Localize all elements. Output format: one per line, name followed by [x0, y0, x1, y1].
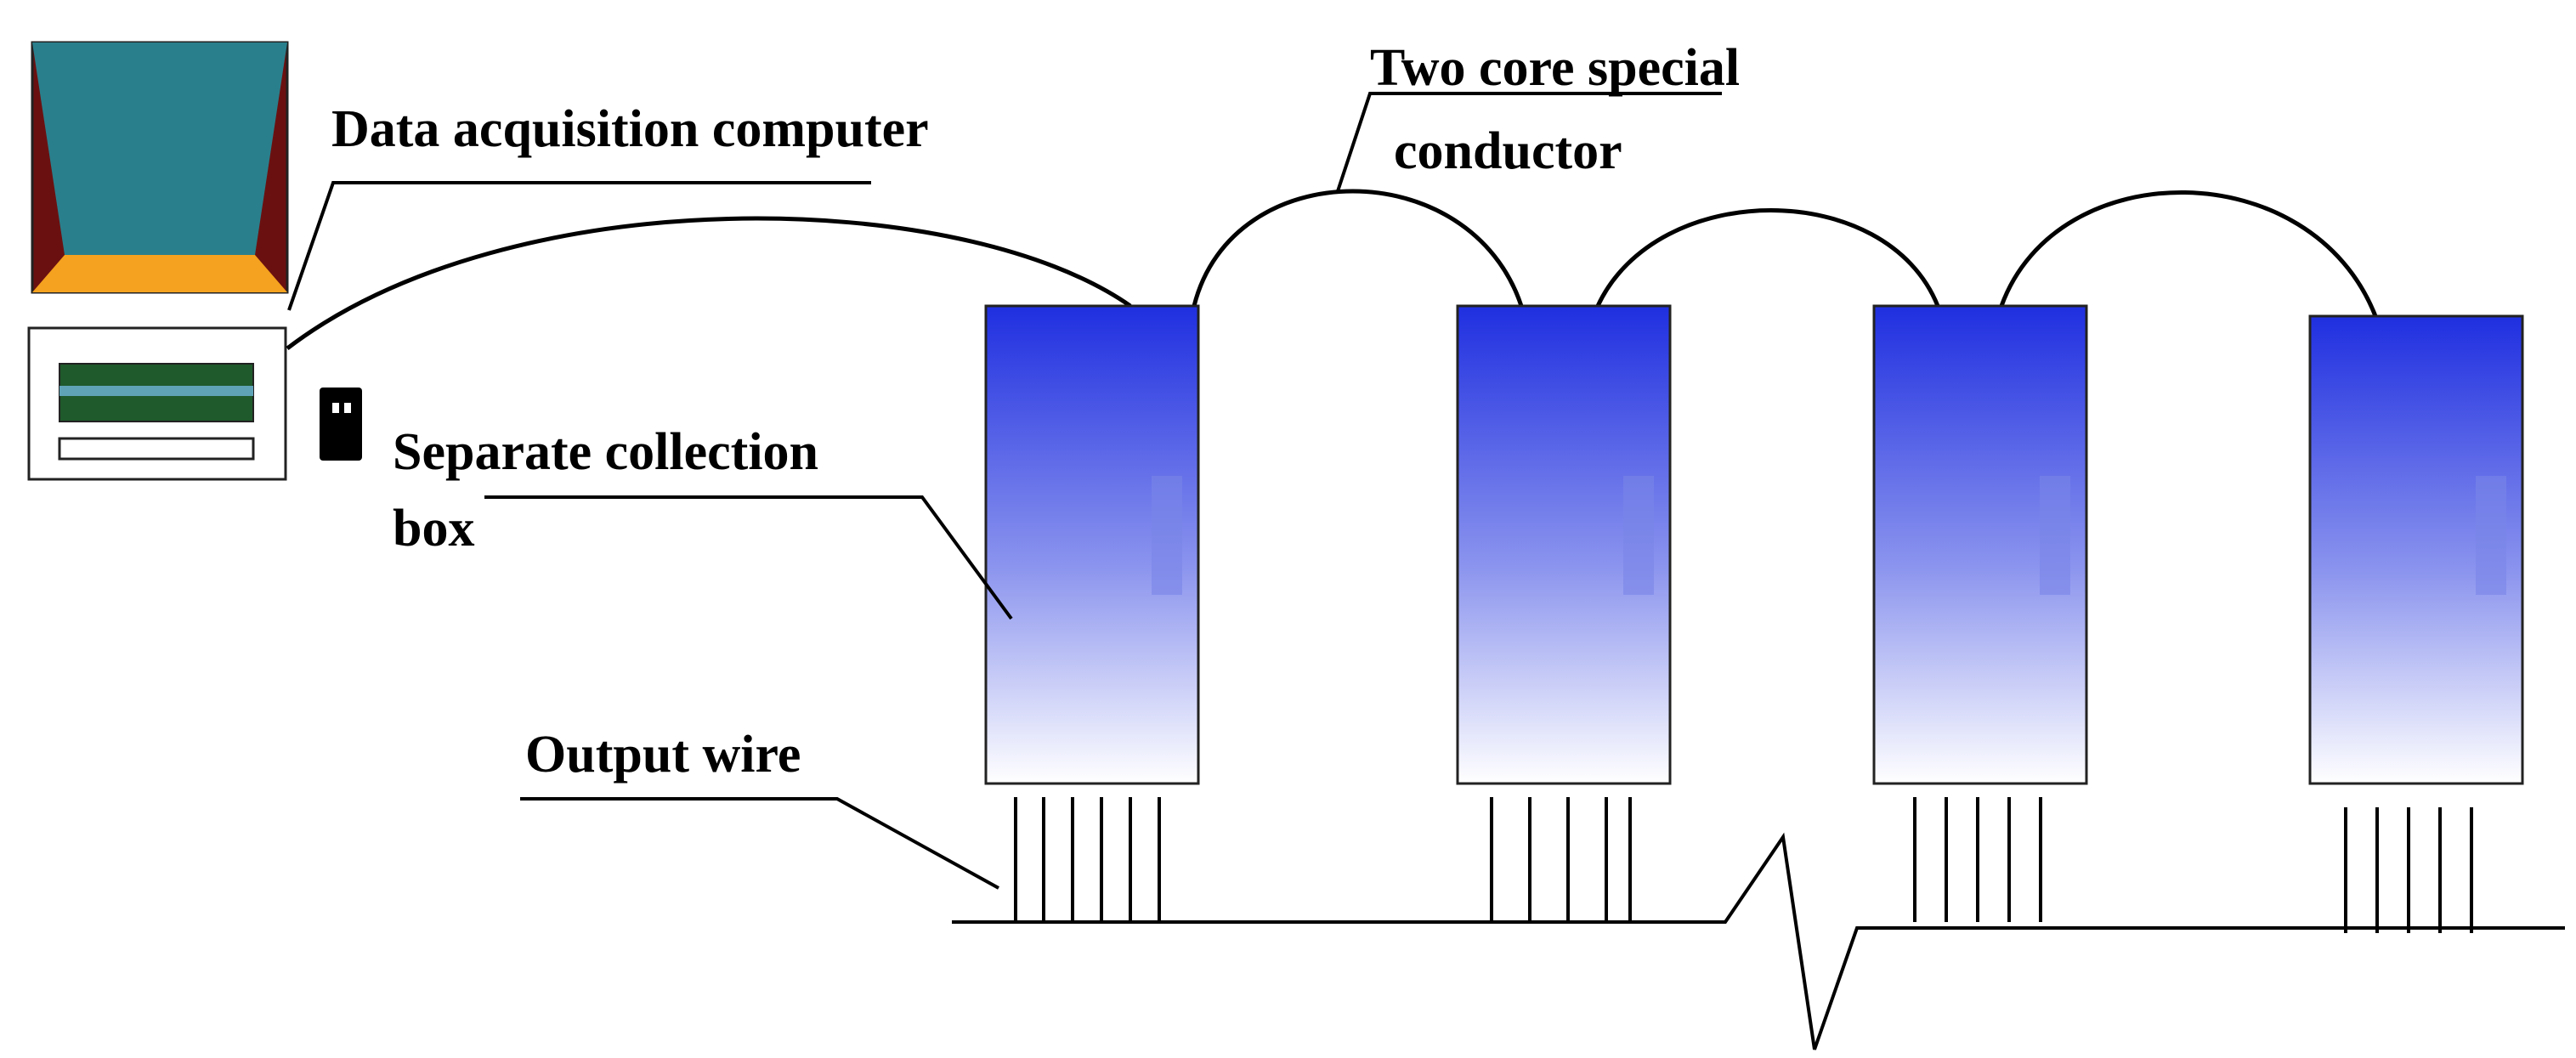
output-wires — [952, 797, 2565, 1050]
label-data-acquisition-computer: Data acquisition computer — [331, 100, 929, 158]
collection-box — [984, 304, 1200, 785]
computer-cable — [286, 216, 1132, 350]
leader-lines — [287, 92, 1722, 890]
legs-box-4 — [2344, 807, 2473, 933]
output-baseline — [952, 832, 2565, 1050]
label-two-core-conductor-line2: conductor — [1394, 122, 1622, 180]
label-output-wire: Output wire — [525, 726, 801, 784]
legs-box-1 — [1014, 797, 1161, 922]
collection-box — [1872, 304, 2088, 785]
computer-case-icon — [27, 326, 287, 481]
monitor-icon — [31, 41, 289, 294]
collection-box — [1456, 304, 1672, 785]
legs-box-2 — [1490, 797, 1632, 922]
small-device-icon — [320, 388, 362, 461]
conductor-arc-2 — [1595, 208, 1940, 308]
label-two-core-conductor-line1: Two core special — [1370, 39, 1740, 97]
two-core-conductor-cables — [286, 189, 2378, 350]
label-separate-collection-box-line2: box — [393, 500, 474, 557]
collection-boxes — [984, 304, 2524, 785]
output-leader — [520, 797, 999, 890]
conductor-arc-1 — [1192, 189, 1524, 307]
box-leader — [484, 495, 1013, 620]
data-acquisition-computer — [27, 41, 362, 481]
computer-leader — [287, 181, 871, 311]
label-separate-collection-box-line1: Separate collection — [393, 423, 818, 481]
conductor-arc-3 — [1999, 190, 2378, 317]
collection-box — [2308, 314, 2524, 785]
conductor-leader — [1336, 92, 1722, 192]
legs-box-3 — [1913, 797, 2042, 922]
